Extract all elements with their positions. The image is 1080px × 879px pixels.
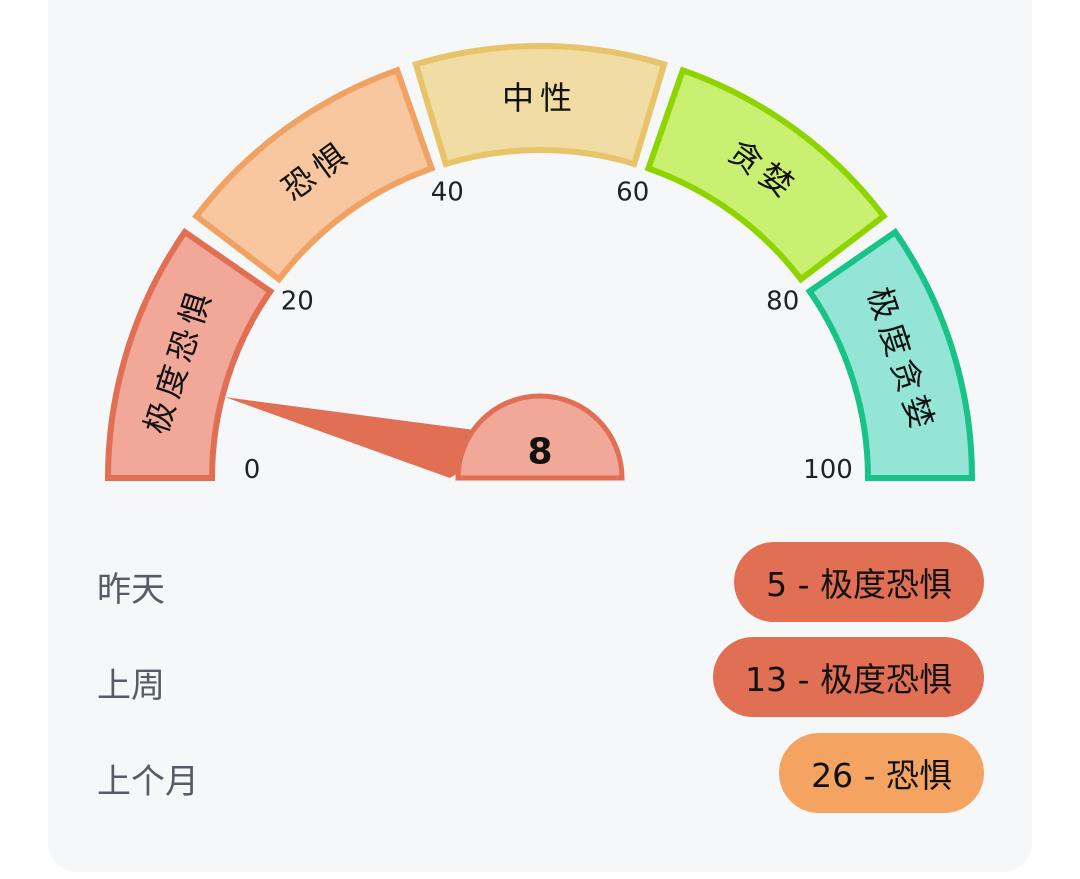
gauge-segment-extreme-fear [104, 227, 275, 481]
gauge-segment-greed [644, 66, 888, 284]
gauge-segment-label-neutral: 中性 [502, 79, 578, 117]
gauge-tick-label: 100 [803, 455, 853, 485]
gauge-tick-label: 40 [431, 178, 464, 208]
history-badge-last-month: 26 - 恐惧 [779, 733, 984, 813]
gauge-tick-label: 20 [281, 287, 314, 317]
gauge-needle [225, 397, 520, 478]
gauge-value: 8 [527, 432, 552, 473]
history-badge-yesterday: 5 - 极度恐惧 [734, 542, 984, 622]
gauge-tick-label: 60 [616, 178, 649, 208]
history-label-last-week: 上周 [97, 666, 165, 706]
gauge-segment-extreme-greed [805, 227, 976, 481]
gauge-tick-label: 80 [766, 287, 799, 317]
history-label-yesterday: 昨天 [97, 570, 165, 610]
history-badge-last-week: 13 - 极度恐惧 [713, 637, 984, 717]
gauge-tick-label: 0 [244, 455, 261, 485]
history-label-last-month: 上个月 [97, 762, 199, 802]
gauge-segment-fear [192, 66, 436, 284]
gauge-hub [455, 393, 625, 481]
gauge-segment-neutral [412, 43, 668, 168]
